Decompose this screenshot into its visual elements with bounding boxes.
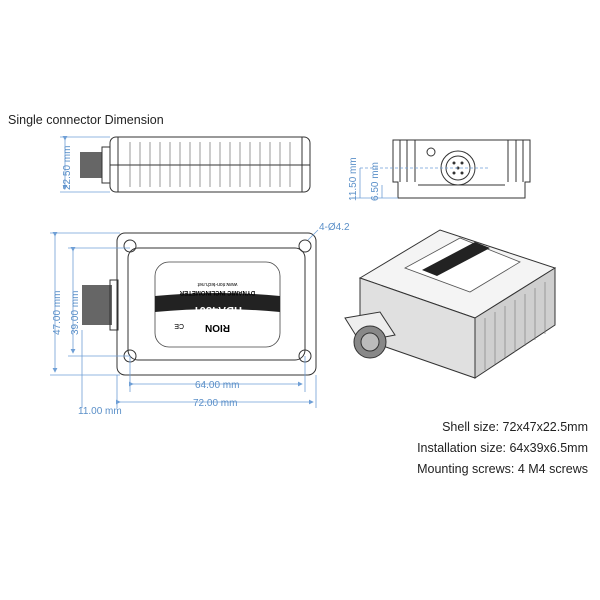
- connector-thread: [80, 152, 102, 178]
- connector-thread: [82, 285, 112, 325]
- dim-top-height: 47.00 mm: [52, 291, 63, 335]
- dim-holes: 4-Ø4.2: [319, 222, 350, 233]
- ce-mark: CE: [174, 322, 184, 329]
- label-product: DYNAMIC INCLINOMETER: [179, 289, 256, 295]
- dim-connector-length: 11.00 mm: [78, 406, 122, 417]
- dim-end-connector: 6.50 mm: [370, 162, 381, 201]
- dim-end-total: 11.50 mm: [348, 157, 359, 201]
- spec-installation-size: Installation size: 64x39x6.5mm: [417, 441, 588, 455]
- label-website: www.rion-tech.net: [197, 281, 238, 287]
- dim-width: 72.00 mm: [193, 398, 237, 409]
- spec-shell-size: Shell size: 72x47x22.5mm: [442, 420, 588, 434]
- top-view: 4-Ø4.2 47.00 mm 39.00 mm 64.00 mm 72.00 …: [50, 222, 350, 417]
- end-view: 11.50 mm 6.50 mm: [348, 139, 531, 201]
- product-label: RION HDA436T DYNAMIC INCLINOMETER www.ri…: [155, 262, 280, 347]
- dim-hole-spacing-v: 39.00 mm: [70, 291, 81, 335]
- dim-side-height: 22.50 mm: [62, 146, 73, 190]
- spec-mounting-screws: Mounting screws: 4 M4 screws: [417, 462, 588, 476]
- isometric-view: [344, 229, 557, 379]
- label-model: HDA436T: [193, 304, 242, 316]
- dim-hole-spacing-h: 64.00 mm: [195, 380, 239, 391]
- side-view: 22.50 mm: [60, 136, 311, 193]
- drawing-title: Single connector Dimension: [8, 113, 164, 127]
